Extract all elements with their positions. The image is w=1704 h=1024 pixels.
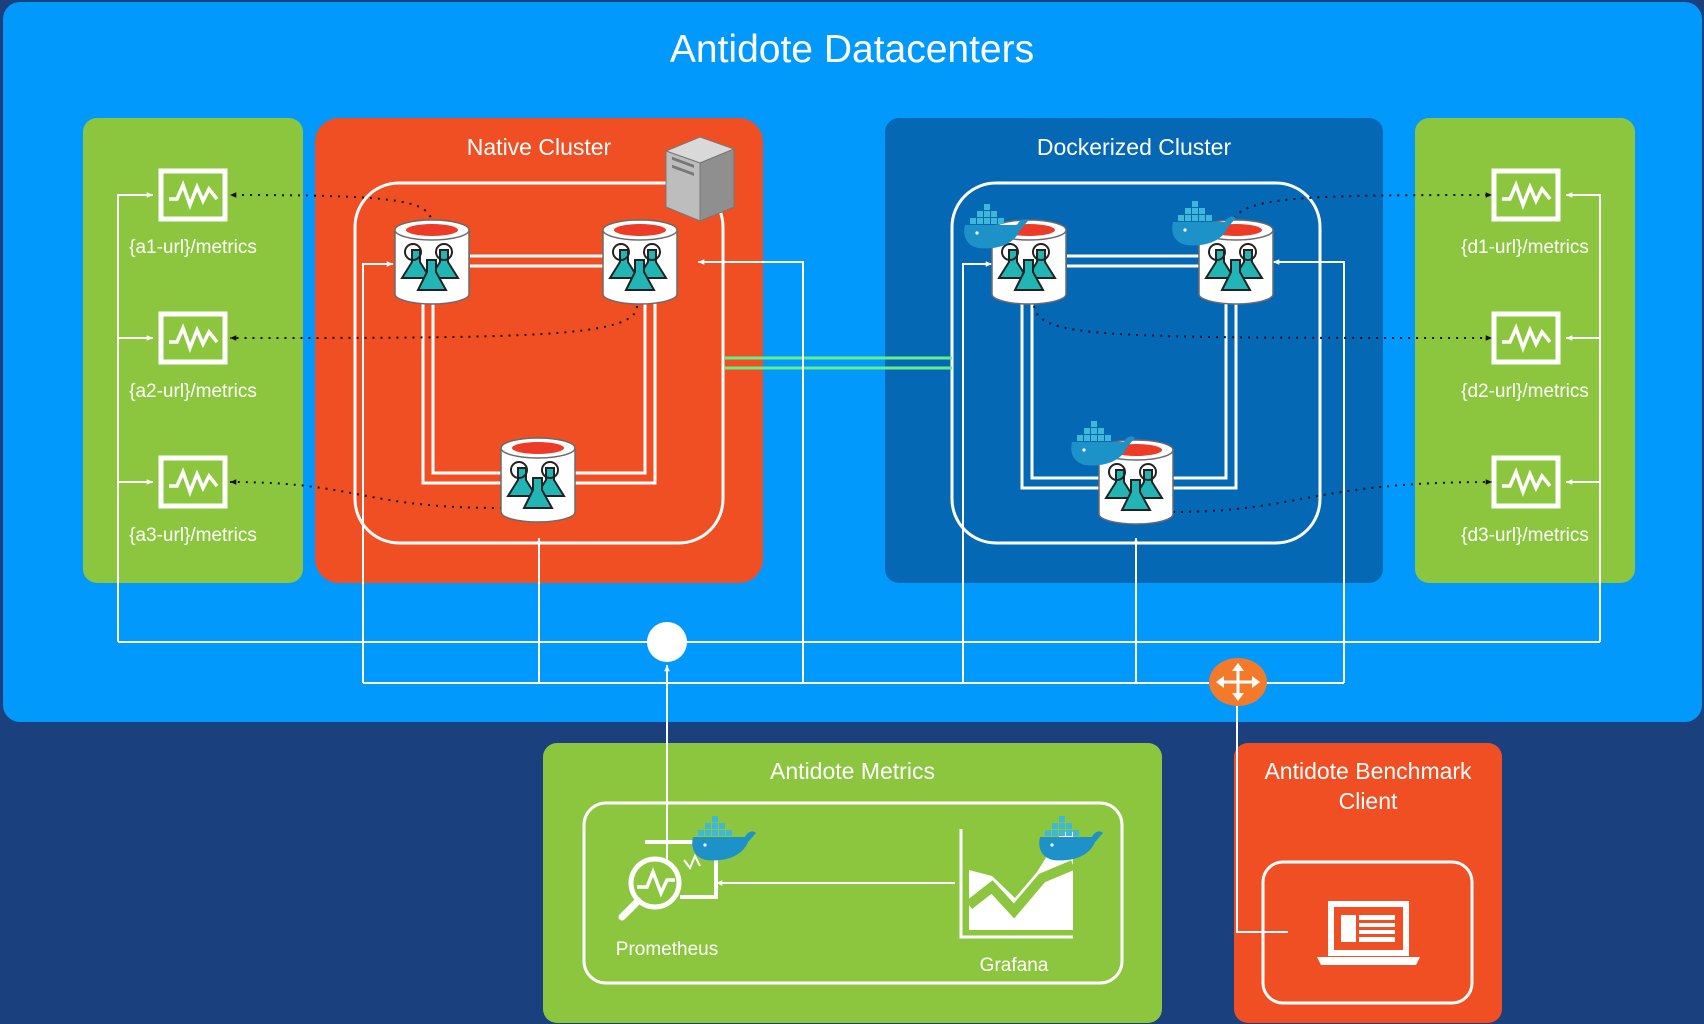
a2-metrics-label: {a2-url}/metrics: [129, 381, 257, 402]
a3-metrics-label: {a3-url}/metrics: [129, 525, 257, 546]
native-metrics-panel: [83, 118, 303, 583]
inter-cluster-link: [724, 356, 952, 370]
a1-metrics-label: {a1-url}/metrics: [129, 237, 257, 258]
d2-metrics-label: {d2-url}/metrics: [1461, 381, 1589, 402]
laptop-icon: [1317, 901, 1420, 965]
benchmark-bus: [362, 259, 1345, 933]
prometheus-icon: [618, 840, 718, 921]
router-icon: [1209, 658, 1267, 706]
native-cluster-title: Native Cluster: [466, 134, 612, 160]
grafana-label: Grafana: [979, 955, 1049, 976]
native-node-1-icon: [394, 219, 470, 305]
d1-metrics-label: {d1-url}/metrics: [1461, 237, 1589, 258]
native-node-2-icon: [602, 219, 678, 305]
datacenters-title: Antidote Datacenters: [669, 28, 1035, 71]
native-node-3-icon: [500, 437, 576, 523]
antidote-metrics-title: Antidote Metrics: [770, 758, 935, 784]
server-icon: [664, 136, 736, 222]
metrics-stack-ring: [582, 801, 1124, 985]
hub-icon: [647, 622, 687, 662]
docker-metrics-panel: [1415, 118, 1635, 583]
prometheus-label: Prometheus: [615, 939, 719, 960]
benchmark-client-ring: [1261, 860, 1474, 1005]
benchmark-client-title: Antidote Benchmark Client: [1264, 758, 1472, 814]
dockerized-cluster-title: Dockerized Cluster: [1036, 134, 1232, 160]
docker-node-links: [1020, 254, 1238, 490]
metrics-scrape-bus: [117, 192, 1601, 862]
benchmark-client-panel: [1234, 743, 1502, 1023]
metrics-export-links: [229, 192, 1493, 513]
native-node-links: [421, 254, 657, 485]
d3-metrics-label: {d3-url}/metrics: [1461, 525, 1589, 546]
